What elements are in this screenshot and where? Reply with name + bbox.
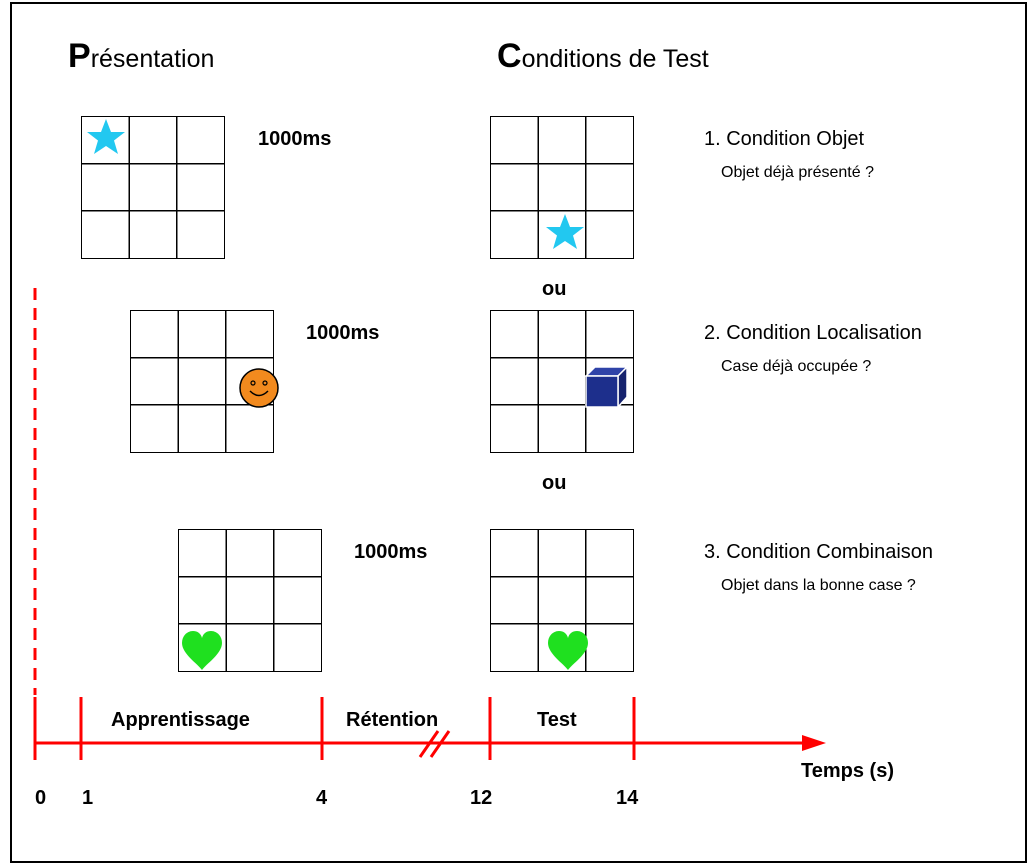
presentation-heading-initial: P: [68, 37, 91, 75]
smiley-icon: [239, 368, 279, 408]
condition-question-object: Objet déjà présenté ?: [721, 164, 874, 181]
diagram-frame: [10, 2, 1027, 863]
condition-question-location: Case déjà occupée ?: [721, 358, 872, 375]
condition-title-combination: 3. Condition Combinaison: [704, 541, 934, 563]
conditions-heading-initial: C: [497, 37, 522, 75]
conditions-heading-rest: onditions de Test: [521, 45, 709, 73]
heart-icon: [182, 631, 222, 670]
tick-label-14: 14: [616, 787, 639, 809]
duration-label-1: 1000ms: [258, 128, 332, 150]
tick-label-1: 1: [82, 787, 94, 809]
condition-title-object: 1. Condition Objet: [704, 128, 865, 150]
phase-apprentissage: Apprentissage: [111, 709, 250, 731]
conditions-heading: Conditions de Test: [497, 37, 709, 76]
presentation-heading-rest: résentation: [90, 45, 215, 73]
condition-title-location: 2. Condition Localisation: [704, 322, 922, 344]
star-icon: [87, 119, 125, 154]
star-icon: [546, 214, 584, 249]
condition-question-combination: Objet dans la bonne case ?: [721, 577, 916, 594]
test-grid-location: [490, 310, 634, 453]
separator-ou-1: ou: [542, 278, 567, 300]
tick-label-4: 4: [316, 787, 328, 809]
presentation-heading: Présentation: [68, 37, 214, 76]
cube-icon: [584, 365, 629, 409]
tick-label-12: 12: [470, 787, 493, 809]
axis-break-mark: [429, 730, 451, 758]
tick-label-0: 0: [35, 787, 47, 809]
separator-ou-2: ou: [542, 472, 567, 494]
axis-label-time: Temps (s): [801, 760, 894, 782]
phase-retention: Rétention: [346, 709, 439, 731]
heart-icon: [548, 631, 588, 670]
duration-label-2: 1000ms: [306, 322, 380, 344]
duration-label-3: 1000ms: [354, 541, 428, 563]
phase-test: Test: [537, 709, 577, 731]
time-axis-arrowhead: [802, 735, 826, 751]
axis-break-mark: [418, 730, 440, 758]
